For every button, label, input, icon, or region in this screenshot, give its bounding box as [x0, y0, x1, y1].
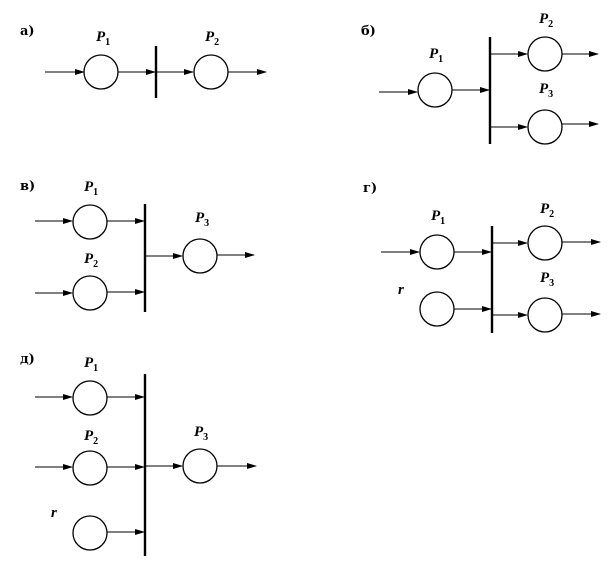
- diagram-v-label: в): [20, 179, 35, 194]
- place-a-p2: [193, 54, 229, 90]
- place-d-p2: [72, 450, 108, 486]
- place-g-p3-label: P3: [540, 270, 554, 289]
- place-g-p1: [419, 234, 455, 270]
- place-d-r-label: r: [51, 505, 57, 521]
- place-b-p2: [527, 36, 563, 72]
- diagram-g: г) P1 r P2 P3: [363, 181, 601, 333]
- diagram-b-label: б): [361, 24, 376, 39]
- place-a-p1-label: P1: [96, 29, 110, 48]
- place-b-p2-label: P2: [539, 11, 553, 30]
- diagram-a-label: а): [20, 24, 35, 39]
- place-v-p1: [72, 204, 108, 240]
- diagram-b: б) P1 P2 P3: [361, 11, 599, 145]
- place-g-p2-label: P2: [540, 201, 554, 220]
- place-v-p3: [182, 238, 218, 274]
- place-g-p3: [527, 297, 563, 333]
- place-v-p2-label: P2: [84, 251, 98, 270]
- place-a-p2-label: P2: [205, 29, 219, 48]
- place-d-p1-label: P1: [84, 355, 98, 374]
- diagram-d: д) P1 P2 r P3: [20, 352, 257, 556]
- place-a-p1: [83, 54, 119, 90]
- place-d-r: [72, 515, 108, 551]
- place-v-p2: [72, 275, 108, 311]
- place-d-p3: [182, 448, 218, 484]
- place-d-p1: [72, 380, 108, 416]
- diagram-v: в) P1 P2 P3: [20, 179, 255, 312]
- place-b-p1-label: P1: [429, 46, 443, 65]
- place-d-p2-label: P2: [84, 428, 98, 447]
- diagram-d-label: д): [20, 352, 35, 367]
- place-b-p1: [417, 72, 453, 108]
- place-b-p3-label: P3: [539, 81, 553, 100]
- place-v-p3-label: P3: [195, 210, 209, 229]
- place-g-p1-label: P1: [431, 208, 445, 227]
- place-v-p1-label: P1: [84, 179, 98, 198]
- place-b-p3: [527, 109, 563, 145]
- place-d-p3-label: P3: [194, 424, 208, 443]
- diagram-a: а) P1 P2: [20, 24, 267, 98]
- diagram-g-label: г): [363, 181, 377, 196]
- place-g-r-label: r: [398, 282, 404, 298]
- place-g-p2: [527, 225, 563, 261]
- place-g-r: [419, 291, 455, 327]
